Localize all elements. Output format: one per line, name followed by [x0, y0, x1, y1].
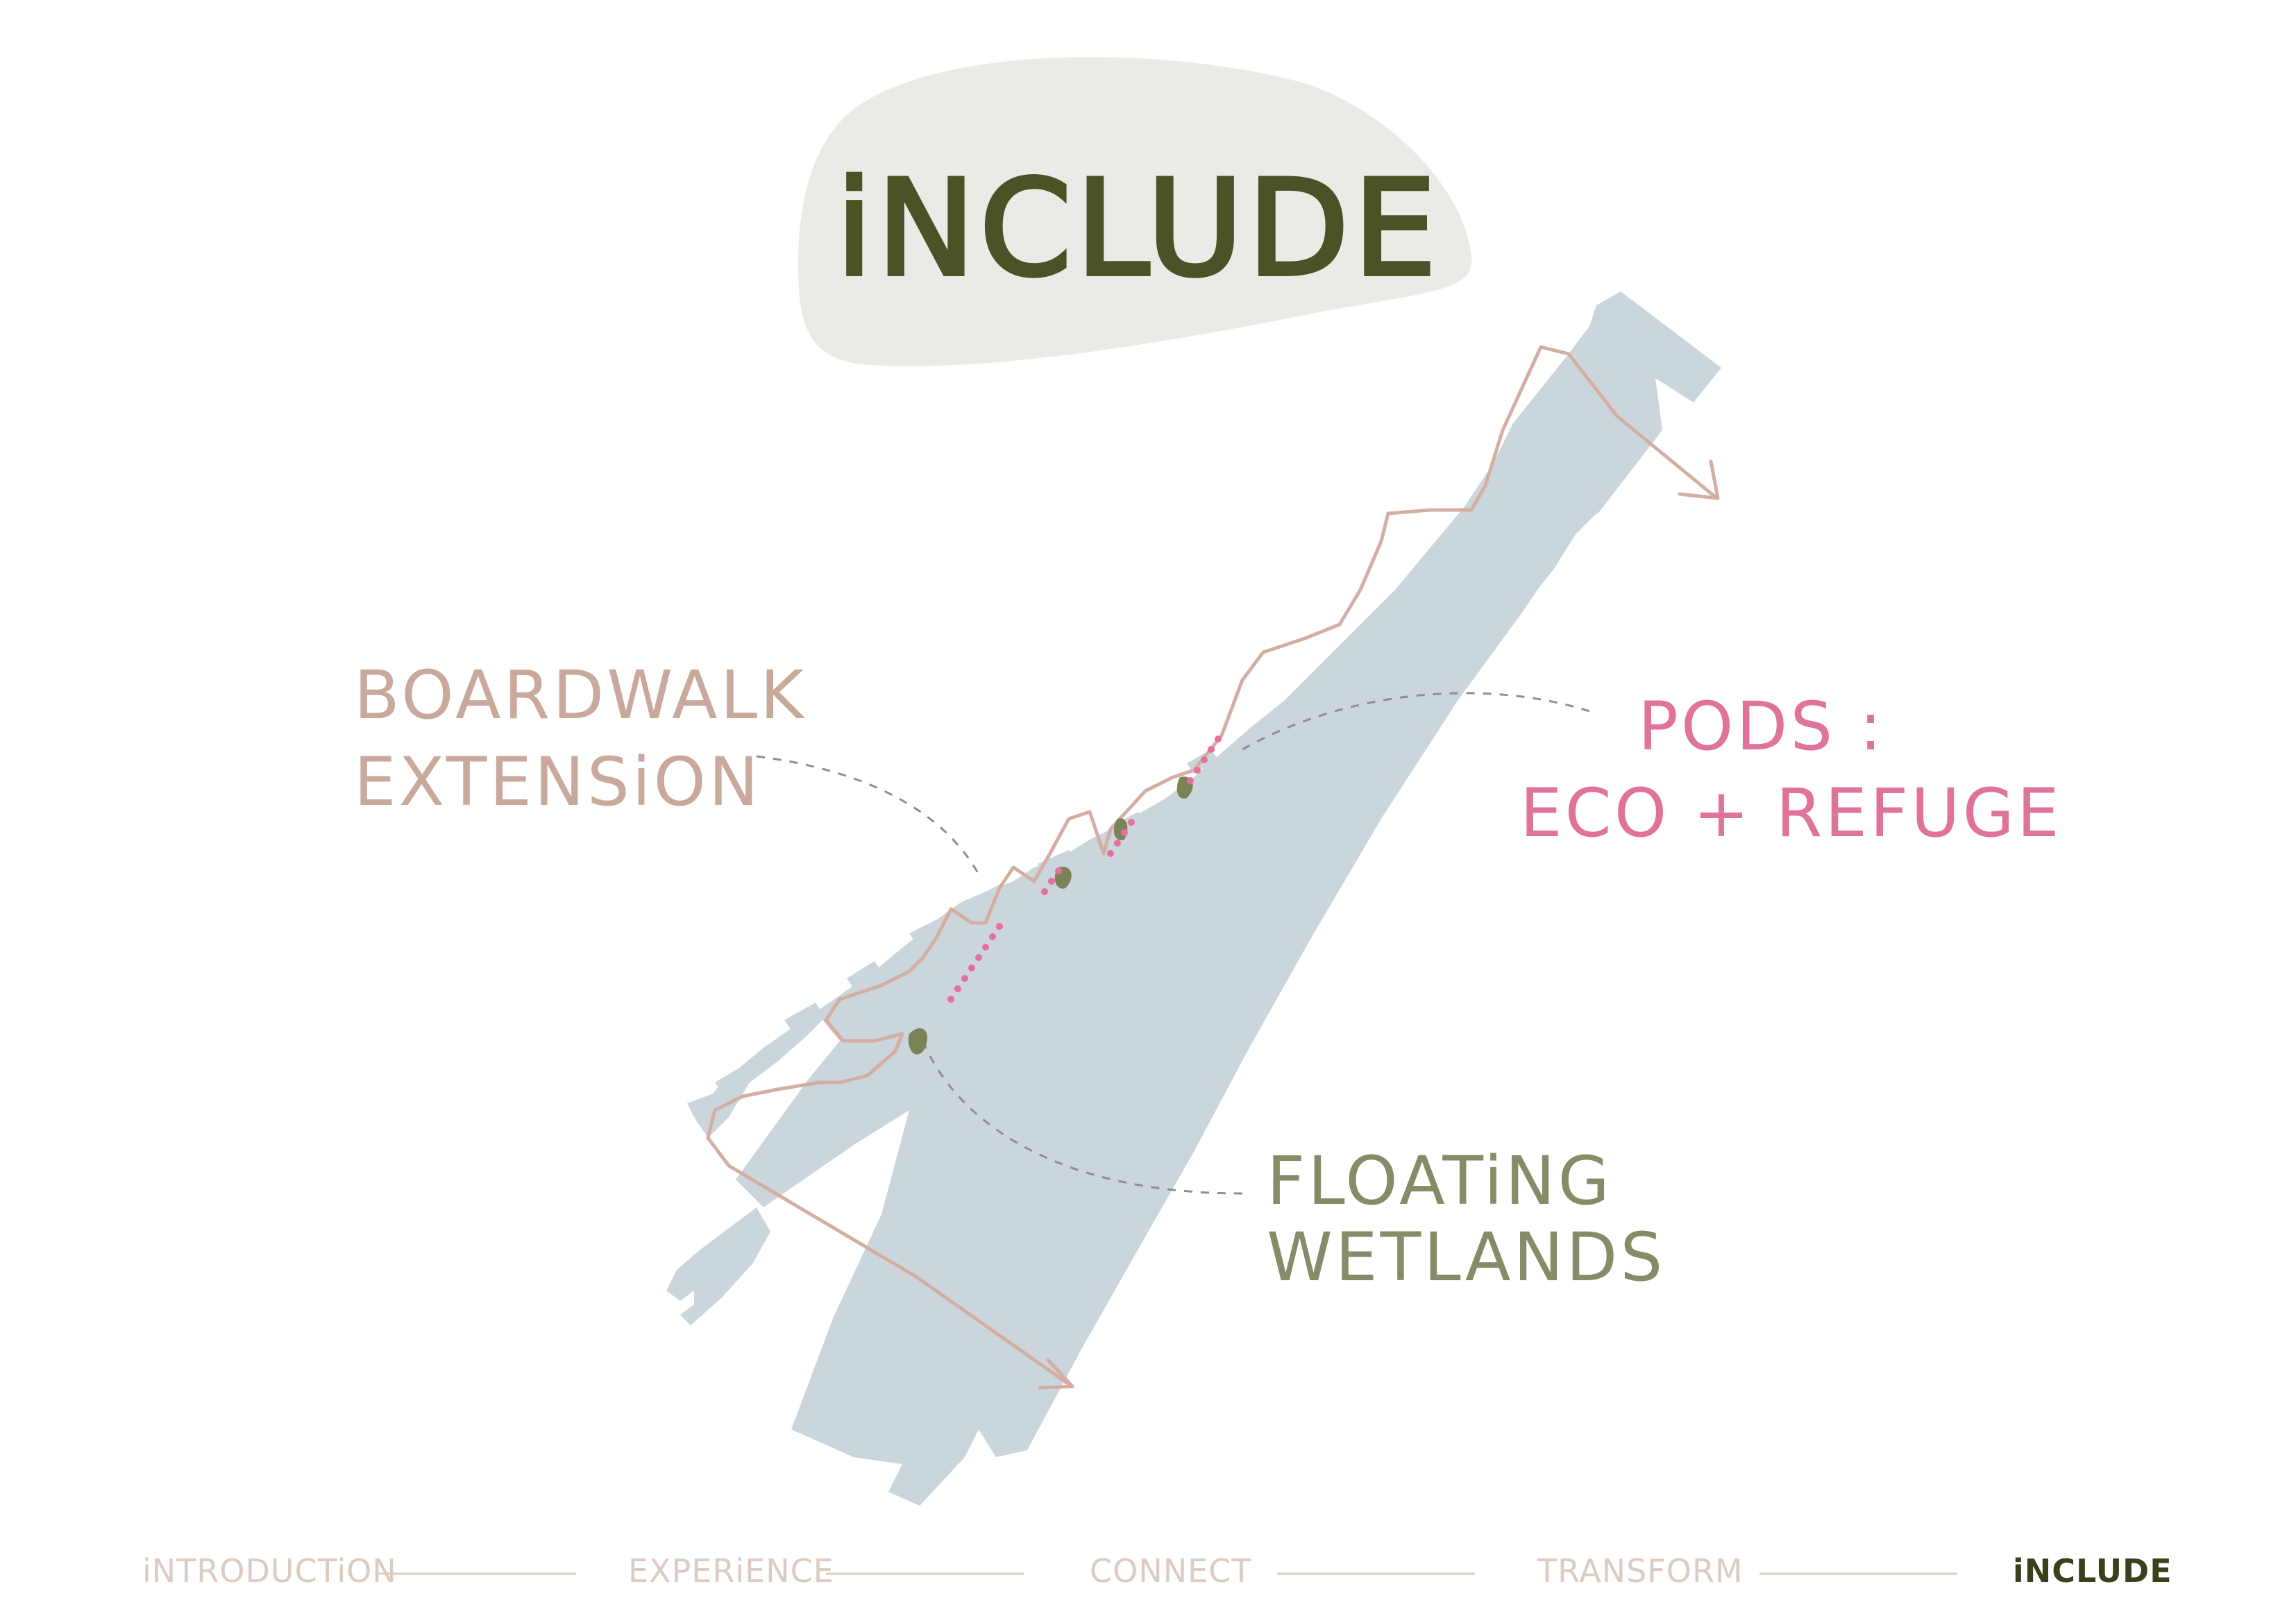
leader-boardwalk	[756, 755, 980, 875]
label-boardwalk-extension: BOARDWALK EXTENSiON	[354, 656, 807, 821]
leader-pods	[1242, 692, 1590, 751]
label-pods: PODS : ECO + REFUGE	[1520, 688, 2062, 852]
nav-item-transform[interactable]: TRANSFORM	[1537, 1552, 1744, 1590]
canal-water	[666, 291, 1721, 1506]
label-pods-line1: PODS :	[1638, 688, 1884, 765]
nav-item-connect[interactable]: CONNECT	[1090, 1552, 1251, 1590]
pods-dots	[947, 736, 1222, 1003]
label-boardwalk-line1: BOARDWALK	[354, 656, 807, 734]
page-title: iNCLUDE	[836, 152, 1440, 305]
leader-lines	[756, 692, 1590, 1195]
label-boardwalk-line2: EXTENSiON	[354, 743, 761, 821]
nav-item-introduction[interactable]: iNTRODUCTiON	[142, 1552, 397, 1590]
label-wetlands-line1: FLOATiNG	[1267, 1142, 1612, 1220]
label-floating-wetlands: FLOATiNG WETLANDS	[1267, 1142, 1665, 1296]
label-wetlands-line2: WETLANDS	[1267, 1218, 1665, 1296]
nav-item-include[interactable]: iNCLUDE	[2013, 1552, 2172, 1590]
leader-wetlands	[922, 1040, 1243, 1195]
title-blob	[798, 57, 1472, 366]
label-pods-line2: ECO + REFUGE	[1520, 774, 2062, 852]
nav-item-experience[interactable]: EXPERiENCE	[628, 1552, 834, 1590]
boardwalk-route	[706, 345, 1720, 1390]
bottom-nav: iNTRODUCTiON EXPERiENCE CONNECT TRANSFOR…	[142, 1552, 2172, 1590]
floating-wetlands	[908, 776, 1193, 1055]
